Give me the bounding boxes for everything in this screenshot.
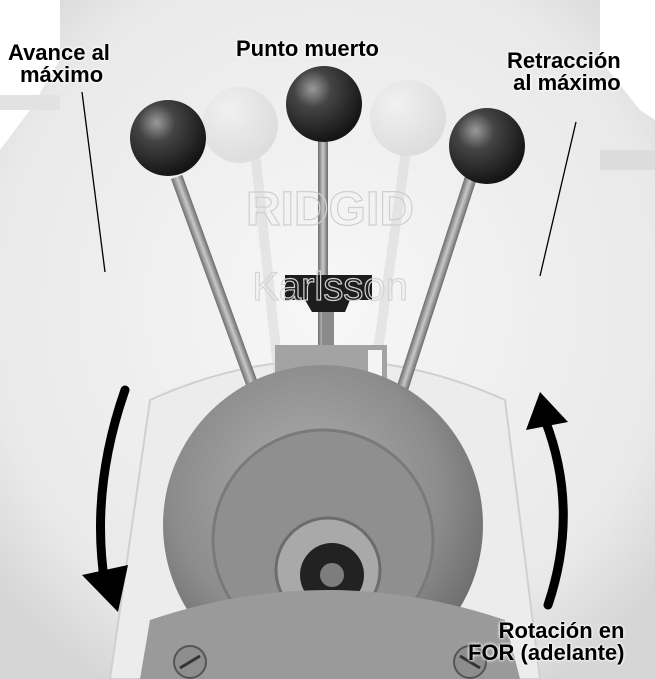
handle-rod-right: [394, 173, 478, 397]
leader-retract: [539, 121, 577, 277]
ghost-handles: [202, 80, 446, 380]
handle-rod-left: [171, 174, 261, 396]
curved-arrow-down-icon: [82, 385, 130, 612]
label-rotation: Rotación en FOR (adelante): [468, 618, 625, 665]
knob-neutral: [286, 66, 362, 142]
label-neutral: Punto muerto: [236, 36, 379, 61]
label-advance-max: Avance al máximo: [8, 40, 110, 87]
knob-advance: [130, 100, 206, 176]
label-retract-max: Retracción al máximo: [507, 48, 621, 95]
handle-rod-center: [318, 140, 328, 350]
stop-knob: [285, 275, 372, 312]
leader-advance: [81, 91, 106, 273]
watermark-name: Karlsson: [252, 265, 408, 309]
curved-arrow-up-icon: [526, 392, 568, 610]
knob-retract: [449, 108, 525, 184]
watermark-brand: RIDGID: [246, 183, 414, 236]
